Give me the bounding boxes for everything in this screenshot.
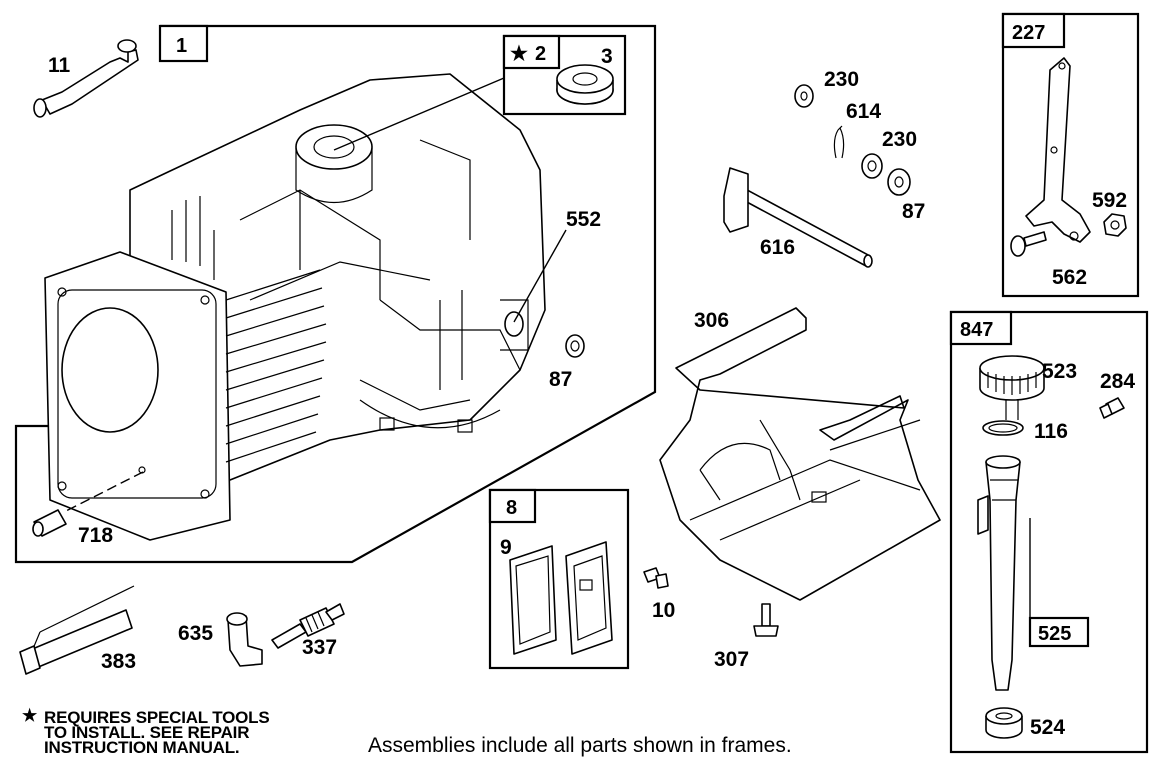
screw-307-illustration xyxy=(753,603,779,637)
label-11: 11 xyxy=(48,54,71,77)
note-line-3: INSTRUCTION MANUAL. xyxy=(44,738,240,757)
label-87b: 87 xyxy=(902,200,925,223)
label-337: 337 xyxy=(302,636,337,659)
boot-635-illustration xyxy=(226,612,263,667)
dipstick-tube-525-illustration xyxy=(977,455,1021,691)
label-718: 718 xyxy=(78,524,113,547)
frame-8-tag xyxy=(488,488,537,524)
washer-87a-illustration xyxy=(565,334,585,358)
frame-2-label: 2 xyxy=(535,43,546,65)
label-230b: 230 xyxy=(882,128,917,151)
washer-230a-illustration xyxy=(794,84,814,108)
label-3: 3 xyxy=(601,45,613,68)
frame-2-star: ★ xyxy=(510,43,528,65)
nut-592-illustration xyxy=(1103,213,1127,237)
label-87a: 87 xyxy=(549,368,572,391)
breather-tube-11-illustration xyxy=(33,39,139,118)
label-116: 116 xyxy=(1034,420,1068,443)
label-524: 524 xyxy=(1030,716,1065,739)
frame-847-label: 847 xyxy=(960,319,993,341)
label-284: 284 xyxy=(1100,370,1135,393)
frame-1-tag xyxy=(158,24,209,63)
breaker-point-383-illustration xyxy=(19,585,135,675)
note-line-1: REQUIRES SPECIAL TOOLS xyxy=(44,708,270,727)
bolt-562-illustration xyxy=(1010,231,1047,257)
frame-2-tag xyxy=(502,34,561,70)
frame-847-outline xyxy=(949,310,1149,754)
label-307: 307 xyxy=(714,648,749,671)
label-9: 9 xyxy=(500,536,512,559)
label-552: 552 xyxy=(566,208,601,231)
frame-2-outline xyxy=(502,34,627,116)
washer-230b-illustration xyxy=(861,153,883,179)
grommet-524-illustration xyxy=(985,707,1023,739)
frame-1-outline xyxy=(14,24,657,564)
label-10: 10 xyxy=(652,599,675,622)
frame-525-tag xyxy=(1028,616,1090,648)
label-635: 635 xyxy=(178,622,213,645)
shroud-306-illustration xyxy=(659,307,941,601)
frame-8-label: 8 xyxy=(506,497,517,519)
screw-284-illustration xyxy=(1099,397,1125,419)
label-592: 592 xyxy=(1092,189,1127,212)
label-562: 562 xyxy=(1052,266,1087,289)
gasket-9-illustration xyxy=(509,545,557,655)
frame-227-tag xyxy=(1001,12,1066,49)
label-523: 523 xyxy=(1042,360,1077,383)
label-614: 614 xyxy=(846,100,881,123)
label-525: 525 xyxy=(1038,623,1071,645)
governor-lever-227-illustration xyxy=(1025,57,1091,243)
spark-plug-337-illustration xyxy=(271,603,345,649)
frame-847-tag xyxy=(949,310,1013,346)
frame-1-label: 1 xyxy=(176,35,187,57)
governor-shaft-616-illustration xyxy=(723,167,873,268)
washer-87b-illustration xyxy=(887,168,911,196)
label-616: 616 xyxy=(760,236,795,259)
oil-seal-3-illustration xyxy=(556,64,614,105)
label-306: 306 xyxy=(694,309,729,332)
screw-10-illustration xyxy=(643,567,669,589)
label-230a: 230 xyxy=(824,68,859,91)
note-line-2: TO INSTALL. SEE REPAIR xyxy=(44,723,250,742)
frame-227-outline xyxy=(1001,12,1140,298)
breather-8-illustration xyxy=(565,541,613,655)
dipstick-cap-523-illustration xyxy=(979,355,1045,420)
o-ring-116-illustration xyxy=(982,420,1024,436)
cotter-pin-614-illustration xyxy=(833,125,845,159)
label-383: 383 xyxy=(101,650,136,673)
note-star-icon: ★ xyxy=(22,706,38,725)
dowel-pin-718-illustration xyxy=(32,509,67,537)
frames-caption: Assemblies include all parts shown in fr… xyxy=(368,734,792,757)
frame-227-label: 227 xyxy=(1012,22,1045,44)
frame-8-outline xyxy=(488,488,630,670)
cylinder-block-illustration xyxy=(44,73,546,541)
